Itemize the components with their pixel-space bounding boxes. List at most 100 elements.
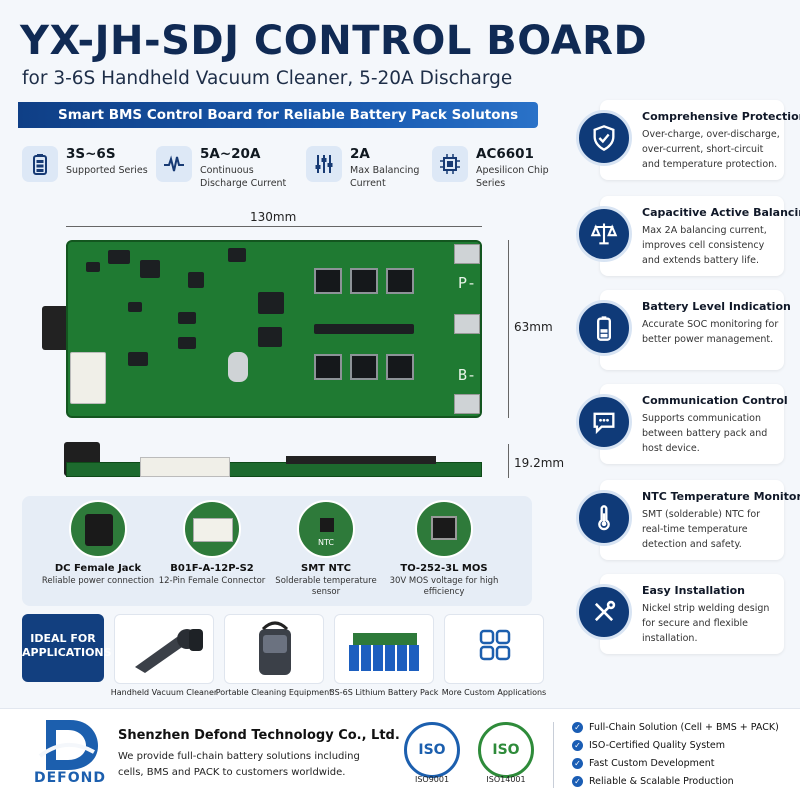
- page-subtitle: for 3-6S Handheld Vacuum Cleaner, 5-20A …: [22, 68, 513, 89]
- check-icon: ✓: [572, 758, 583, 769]
- feature-desc: Over-charge, over-discharge, over-curren…: [642, 129, 780, 170]
- feature-desc: Supports communication between battery p…: [642, 413, 768, 454]
- vacuum-icon: [135, 629, 203, 673]
- footer-divider: [553, 722, 554, 788]
- feature-desc: Max 2A balancing current, improves cell …: [642, 225, 767, 266]
- feature-protection: Comprehensive Protection Over-charge, ov…: [570, 100, 800, 182]
- spec-series: 3S~6S Supported Series: [22, 146, 148, 190]
- component-desc: Solderable temperature sensor: [275, 576, 377, 597]
- app-card-cleaning: [224, 614, 324, 684]
- component-desc: 30V MOS voltage for high efficiency: [389, 576, 499, 597]
- page-title: YX-JH-SDJ CONTROL BOARD: [20, 18, 648, 64]
- length-dimension-line: [66, 226, 482, 227]
- dc-jack-photo: [69, 500, 127, 558]
- feature-ntc: NTC Temperature Monitoring SMT (solderab…: [570, 480, 800, 562]
- width-dimension: 63mm: [514, 320, 553, 334]
- spec-discharge: 5A~20A Continuous Discharge Current: [156, 146, 300, 190]
- iso14001-badge: ISO: [478, 722, 534, 778]
- thermometer-icon: [576, 490, 632, 546]
- chat-bubble-icon: [576, 394, 632, 450]
- company-description: We provide full-chain battery solutions …: [118, 751, 360, 778]
- battery-icon: [22, 146, 58, 182]
- spec-label: Continuous Discharge Current: [200, 165, 287, 189]
- feature-balancing: Capacitive Active Balancing Max 2A balan…: [570, 196, 800, 278]
- spec-value: 2A: [350, 146, 370, 162]
- component-desc: Reliable power connection: [41, 576, 155, 586]
- pcb-side-image: [66, 462, 482, 477]
- component-ntc: NTC SMT NTC Solderable temperature senso…: [266, 500, 386, 598]
- pin-connector: [70, 352, 106, 404]
- checklist-text: ISO-Certified Quality System: [589, 740, 726, 751]
- feature-communication: Communication Control Supports communica…: [570, 384, 788, 466]
- company-name: Shenzhen Defond Technology Co., Ltd.: [118, 728, 400, 743]
- length-dimension: 130mm: [250, 210, 297, 224]
- applications-heading: IDEAL FOR APPLICATIONS: [22, 614, 112, 682]
- component-connector: B01F-A-12P-S2 12-Pin Female Connector: [152, 500, 272, 587]
- feature-desc: Nickel strip welding design for secure a…: [642, 603, 770, 644]
- component-name: B01F-A-12P-S2: [170, 563, 254, 574]
- banner: Smart BMS Control Board for Reliable Bat…: [18, 102, 538, 128]
- component-mos: TO-252-3L MOS 30V MOS voltage for high e…: [384, 500, 504, 598]
- shield-check-icon: [576, 110, 632, 166]
- checklist-text: Full-Chain Solution (Cell + BMS + PACK): [589, 722, 779, 733]
- spec-label: Max Balancing Current: [350, 165, 420, 189]
- connector-photo: [183, 500, 241, 558]
- logo-text: DEFOND: [34, 770, 106, 786]
- component-name: SMT NTC: [301, 563, 351, 574]
- spec-balancing: 2A Max Balancing Current: [306, 146, 430, 190]
- mos-photo: [415, 500, 473, 558]
- app-card-vacuum: [114, 614, 214, 684]
- component-name: TO-252-3L MOS: [400, 563, 488, 574]
- component-dc-jack: DC Female Jack Reliable power connection: [38, 500, 158, 587]
- b-minus-label: B-: [458, 366, 477, 384]
- scale-icon: [576, 206, 632, 262]
- feature-battery-level: Battery Level Indication Accurate SOC mo…: [570, 290, 791, 372]
- app-card-battery-pack: [334, 614, 434, 684]
- defond-logo: [36, 716, 104, 774]
- checklist-item: ✓Reliable & Scalable Production: [572, 776, 734, 787]
- spec-chip: AC6601 Apesilicon Chip Series: [432, 146, 566, 190]
- ntc-photo: NTC: [297, 500, 355, 558]
- check-icon: ✓: [572, 740, 583, 751]
- checklist-item: ✓Full-Chain Solution (Cell + BMS + PACK): [572, 722, 779, 733]
- ntc-tag: NTC: [318, 538, 334, 547]
- feature-installation: Easy Installation Nickel strip welding d…: [570, 574, 784, 656]
- feature-title: Capacitive Active Balancing: [642, 206, 800, 219]
- app-label: 3S-6S Lithium Battery Pack: [329, 688, 439, 697]
- width-dimension-line: [508, 240, 509, 418]
- p-minus-label: P-: [458, 274, 477, 292]
- chip-icon: [432, 146, 468, 182]
- connector-side: [140, 457, 230, 477]
- spec-value: 5A~20A: [200, 146, 261, 162]
- grid-icon: [479, 629, 511, 661]
- check-icon: ✓: [572, 776, 583, 787]
- feature-title: Easy Installation: [642, 584, 746, 597]
- app-label: More Custom Applications: [441, 688, 547, 697]
- feature-title: Communication Control: [642, 394, 788, 407]
- tools-icon: [576, 584, 632, 640]
- pulse-icon: [156, 146, 192, 182]
- feature-title: Battery Level Indication: [642, 300, 791, 313]
- component-name: DC Female Jack: [54, 563, 142, 574]
- app-label: Portable Cleaning Equipment: [215, 688, 333, 697]
- sliders-icon: [306, 146, 342, 182]
- spec-label: Supported Series: [66, 165, 148, 176]
- pcb-board-image: P- B-: [66, 240, 482, 418]
- battery-pack-icon: [349, 633, 419, 671]
- feature-title: Comprehensive Protection: [642, 110, 800, 123]
- app-label: Handheld Vacuum Cleaner: [110, 688, 218, 697]
- spec-value: 3S~6S: [66, 146, 116, 162]
- cert-label: ISO14001: [486, 775, 526, 784]
- checklist-text: Fast Custom Development: [589, 758, 715, 769]
- checklist-item: ✓ ISO-Certified Quality System: [572, 740, 725, 751]
- iso9001-badge: ISO: [404, 722, 460, 778]
- component-desc: 12-Pin Female Connector: [158, 576, 266, 586]
- thickness-dimension-line: [508, 444, 509, 478]
- checklist-item: ✓ Fast Custom Development: [572, 758, 714, 769]
- spec-value: AC6601: [476, 146, 534, 162]
- feature-desc: Accurate SOC monitoring for better power…: [642, 319, 779, 345]
- footer: [0, 708, 800, 800]
- spec-label: Apesilicon Chip Series: [476, 165, 549, 189]
- thickness-dimension: 19.2mm: [514, 456, 565, 470]
- feature-title: NTC Temperature Monitoring: [642, 490, 800, 503]
